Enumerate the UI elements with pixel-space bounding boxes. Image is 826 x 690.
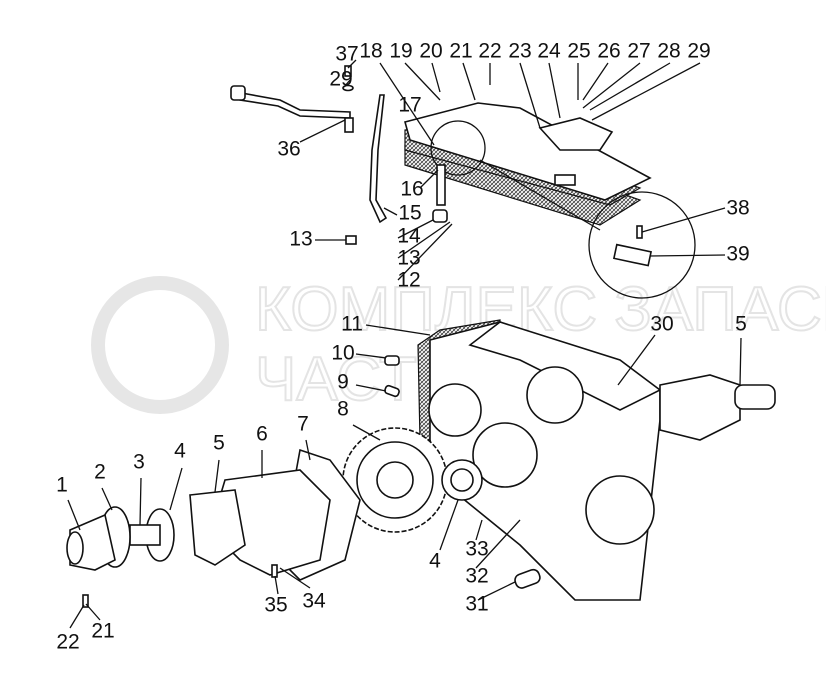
part-label: 15: [398, 202, 421, 225]
oil-pipe: [369, 94, 388, 224]
part-label: 24: [537, 40, 561, 63]
input-assembly: [66, 448, 361, 608]
part-label: 4: [429, 550, 441, 573]
cover-5: [189, 489, 246, 566]
dowel-pin: [514, 568, 541, 589]
part-label: 13: [289, 228, 312, 251]
bolt-35: [271, 564, 278, 578]
breather-housing: [538, 117, 614, 151]
small-plug: [345, 235, 357, 245]
part-label: 19: [389, 40, 412, 63]
detail-circle-large: [588, 191, 696, 299]
watermark-gear-icon: [91, 276, 229, 414]
part-label: 30: [650, 313, 673, 336]
part-label: 5: [735, 313, 747, 336]
top-cover-assembly: [404, 102, 696, 299]
part-label: 4: [174, 440, 186, 463]
part-labels: 37 29 36 18 19 20 21 22 23 24 25 26 27 2…: [56, 40, 750, 654]
part-label: 17: [398, 94, 421, 117]
part-label: 39: [726, 243, 749, 266]
part-label: 34: [302, 590, 326, 613]
watermark-line-1: КОМПЛЕКС ЗАПАСНЫХ: [255, 275, 826, 344]
lock-bolt: [636, 225, 643, 239]
part-label: 33: [465, 538, 488, 561]
pin-10: [384, 355, 400, 366]
watermark: КОМПЛЕКС ЗАПАСНЫХ ЧАСТЕЙ: [91, 274, 826, 415]
part-label: 20: [419, 40, 442, 63]
part-label: 29: [687, 40, 710, 63]
part-label: 1: [56, 474, 68, 497]
part-label: 7: [297, 413, 309, 436]
part-label: 3: [133, 451, 145, 474]
leader-lines: [67, 59, 742, 629]
part-label: 21: [91, 620, 114, 643]
part-label: 2: [94, 461, 106, 484]
bearing-bore-2: [472, 422, 538, 488]
part-label: 18: [359, 40, 382, 63]
cover-plate: [404, 102, 652, 201]
lever-bolt: [344, 65, 352, 77]
gear-hub: [376, 461, 414, 499]
part-label: 22: [478, 40, 501, 63]
bolt-22: [82, 594, 89, 608]
part-label: 12: [397, 269, 420, 292]
shift-lever: [234, 90, 351, 119]
detail-circle-small: [430, 120, 486, 176]
part-label: 36: [277, 138, 300, 161]
gear-train: [342, 427, 483, 533]
part-label: 31: [465, 593, 488, 616]
part-label: 13: [397, 247, 420, 270]
part-label: 11: [341, 313, 363, 336]
part-label: 21: [449, 40, 472, 63]
part-label: 26: [597, 40, 620, 63]
output-shaft: [734, 384, 776, 410]
part-label: 25: [567, 40, 590, 63]
part-label: 23: [508, 40, 531, 63]
rear-bore: [585, 475, 655, 545]
part-label: 16: [400, 178, 423, 201]
output-housing: [659, 374, 741, 441]
part-label: 28: [657, 40, 680, 63]
cover-stud: [436, 164, 446, 206]
bearing-bore-1: [428, 383, 482, 437]
shaft-3: [129, 524, 161, 546]
part-label: 22: [56, 631, 79, 654]
part-label: 27: [627, 40, 650, 63]
gearbox-housing: [384, 319, 776, 601]
pin-9: [384, 384, 400, 398]
part-label: 9: [337, 371, 349, 394]
part-label: 5: [213, 432, 225, 455]
part-label: 14: [397, 225, 421, 248]
part-label: 38: [726, 197, 749, 220]
lever-assembly: [230, 65, 388, 245]
part-label: 8: [337, 398, 349, 421]
internal-gear: [526, 366, 584, 424]
cover-window: [554, 174, 576, 186]
lock-plate: [612, 243, 653, 267]
part-label: 35: [264, 594, 287, 617]
part-label: 10: [331, 342, 354, 365]
housing-top-flange: [468, 321, 662, 411]
clamp: [432, 209, 448, 223]
part-label: 32: [465, 565, 488, 588]
part-label: 6: [256, 423, 268, 446]
part-label: 29: [329, 68, 352, 91]
part-label: 37: [335, 43, 358, 66]
